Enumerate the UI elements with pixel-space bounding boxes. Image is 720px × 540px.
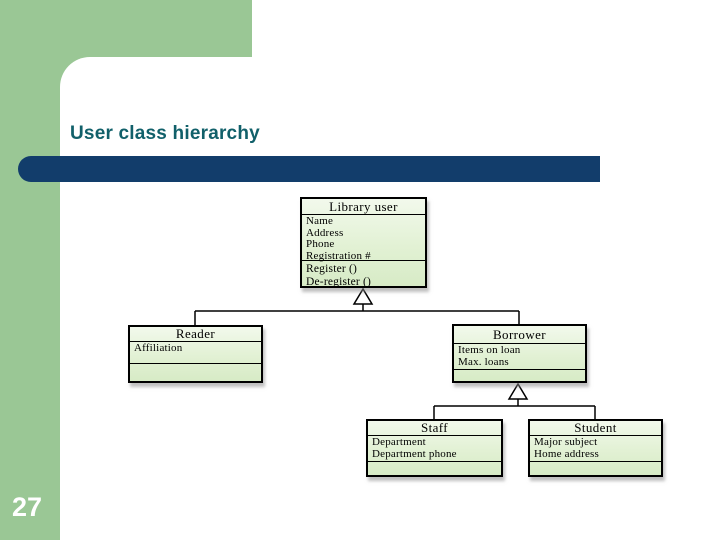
attribute: Major subject: [534, 436, 598, 448]
class-attributes: Department Department phone: [368, 435, 501, 461]
attribute: Home address: [534, 447, 600, 460]
class-methods: [130, 363, 261, 381]
method: Register (): [306, 263, 358, 275]
class-name: Staff: [420, 420, 449, 435]
class-methods: Register () De-register (): [302, 260, 425, 288]
class-methods: [530, 461, 661, 475]
class-name: Reader: [175, 326, 216, 341]
attribute: Affiliation: [134, 342, 183, 354]
class-name: Borrower: [492, 326, 547, 342]
attribute: Items on loan: [458, 344, 521, 356]
attribute: Department: [372, 436, 426, 448]
attribute: Registration #: [306, 249, 371, 262]
class-name: Library user: [329, 198, 398, 214]
class-box-reader: Reader Affiliation: [128, 325, 263, 383]
class-attributes: Major subject Home address: [530, 435, 661, 461]
background-side-bar: [0, 0, 60, 540]
slide-page-number: 27: [12, 492, 43, 522]
class-name: Student: [574, 420, 617, 435]
class-box-borrower: Borrower Items on loan Max. loans: [452, 324, 587, 383]
attribute: Phone: [306, 238, 335, 250]
slide-title: User class hierarchy: [70, 123, 260, 144]
class-methods: [368, 461, 501, 475]
class-attributes: Items on loan Max. loans: [454, 343, 585, 369]
title-underline-bar: [18, 156, 600, 182]
attribute: Name: [306, 215, 334, 227]
attribute: Address: [306, 226, 344, 239]
class-attributes: Name Address Phone Registration #: [302, 214, 425, 262]
class-box-student: Student Major subject Home address: [528, 419, 663, 477]
class-methods: [454, 369, 585, 381]
class-attributes: Affiliation: [130, 341, 261, 363]
method: De-register (): [306, 275, 372, 288]
attribute: Department phone: [372, 447, 457, 460]
class-box-staff: Staff Department Department phone: [366, 419, 503, 477]
attribute: Max. loans: [458, 355, 509, 368]
class-box-library-user: Library user Name Address Phone Registra…: [300, 197, 427, 288]
